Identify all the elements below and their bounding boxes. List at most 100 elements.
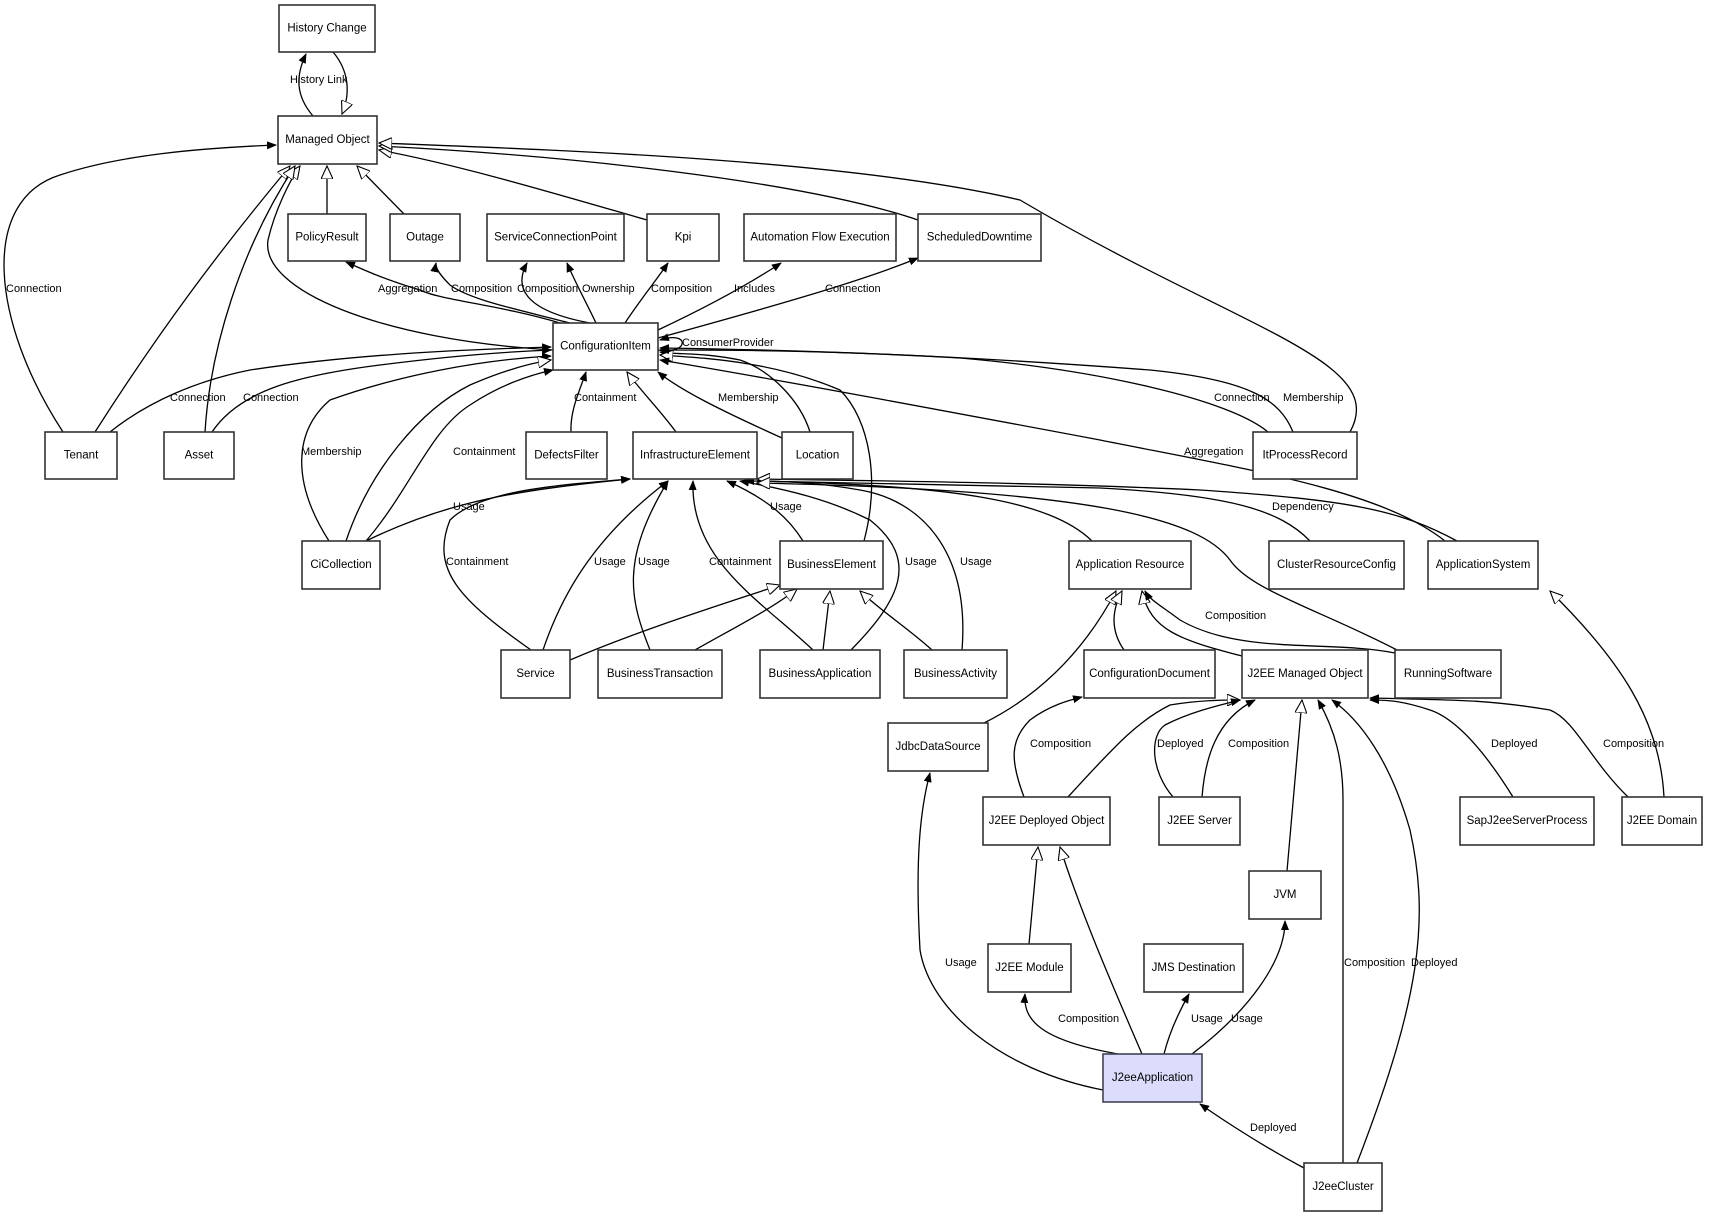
node-it-process-record[interactable]: ItProcessRecord [1252,431,1358,480]
edge-label: Aggregation [378,283,437,295]
edge-label: Usage [770,501,802,513]
edge-tenant-to-managed-object [94,166,290,433]
node-box[interactable] [1621,796,1703,846]
node-service[interactable]: Service [500,649,571,699]
edge-label: Composition [1030,738,1091,750]
inheritance-arrow [1142,591,1243,657]
node-box[interactable] [500,649,571,699]
node-asset[interactable]: Asset [163,431,235,480]
node-box[interactable] [389,213,461,262]
node-box[interactable] [1303,1162,1383,1212]
node-service-connection-point[interactable]: ServiceConnectionPoint [486,213,625,262]
node-box[interactable] [781,431,854,480]
edge-running-software-to-application-resource [1144,590,1396,654]
node-j2ee-cluster[interactable]: J2eeCluster [1303,1162,1383,1212]
node-box[interactable] [759,649,881,699]
node-application-system[interactable]: ApplicationSystem [1427,540,1539,590]
node-box[interactable] [903,649,1008,699]
node-label: ApplicationSystem [1436,559,1531,571]
node-business-activity[interactable]: BusinessActivity [903,649,1008,699]
node-j2ee-module[interactable]: J2EE Module [987,943,1072,993]
node-box[interactable] [917,213,1042,262]
edge-location-to-configuration-item [657,371,783,439]
node-box[interactable] [1083,649,1216,699]
node-label: Application Resource [1076,559,1185,571]
association-arrow [659,357,1446,542]
node-box[interactable] [44,431,118,480]
node-box[interactable] [1248,870,1322,920]
node-j2ee-application[interactable]: J2eeApplication [1102,1053,1203,1103]
node-box[interactable] [1143,943,1244,993]
edge-configuration-item-to-scheduled-downtime [657,257,919,339]
node-automation-flow-execution[interactable]: Automation Flow Execution [743,213,897,262]
node-box[interactable] [1241,649,1369,699]
node-infrastructure-element[interactable]: InfrastructureElement [632,431,758,480]
node-box[interactable] [1459,796,1595,846]
edge-it-process-record-to-configuration-item [659,344,1294,433]
node-outage[interactable]: Outage [389,213,461,262]
node-box[interactable] [301,540,381,590]
node-application-resource[interactable]: Application Resource [1068,540,1192,590]
node-box[interactable] [1068,540,1192,590]
node-jms-destination[interactable]: JMS Destination [1143,943,1244,993]
node-ci-collection[interactable]: CiCollection [301,540,381,590]
node-box[interactable] [1268,540,1405,590]
node-label: J2EE Deployed Object [989,815,1106,827]
node-location[interactable]: Location [781,431,854,480]
node-box[interactable] [525,431,608,480]
node-box[interactable] [982,796,1111,846]
node-box[interactable] [1252,431,1358,480]
edge-label: Includes [734,283,775,295]
node-box[interactable] [632,431,758,480]
node-business-application[interactable]: BusinessApplication [759,649,881,699]
inheritance-arrow [1550,591,1665,798]
node-configuration-document[interactable]: ConfigurationDocument [1083,649,1216,699]
node-managed-object[interactable]: Managed Object [277,115,378,165]
node-box[interactable] [646,213,720,262]
node-box[interactable] [597,649,723,699]
node-j2ee-deployed-object[interactable]: J2EE Deployed Object [982,796,1111,846]
node-business-element[interactable]: BusinessElement [779,540,884,590]
node-running-software[interactable]: RunningSoftware [1394,649,1502,699]
edge-history-change-to-managed-object [332,51,347,114]
node-box[interactable] [277,115,378,165]
node-policy-result[interactable]: PolicyResult [287,213,367,262]
node-sap-j2ee-server-process[interactable]: SapJ2eeServerProcess [1459,796,1595,846]
node-cluster-resource-config[interactable]: ClusterResourceConfig [1268,540,1405,590]
node-jvm[interactable]: JVM [1248,870,1322,920]
node-j2ee-server[interactable]: J2EE Server [1158,796,1241,846]
node-tenant[interactable]: Tenant [44,431,118,480]
node-box[interactable] [779,540,884,590]
node-defects-filter[interactable]: DefectsFilter [525,431,608,480]
node-j2ee-domain[interactable]: J2EE Domain [1621,796,1703,846]
edge-label: Composition [1228,738,1289,750]
node-box[interactable] [287,213,367,262]
edge-label: Deployed [1250,1122,1296,1134]
edge-label: Composition [451,283,512,295]
node-box[interactable] [1102,1053,1203,1103]
inheritance-arrow [357,166,405,215]
node-kpi[interactable]: Kpi [646,213,720,262]
node-box[interactable] [486,213,625,262]
inheritance-arrow [627,372,677,433]
node-scheduled-downtime[interactable]: ScheduledDowntime [917,213,1042,262]
node-box[interactable] [987,943,1072,993]
node-history-change[interactable]: History Change [278,4,376,53]
edge-tenant-to-configuration-item [109,343,552,433]
node-box[interactable] [887,722,989,772]
node-box[interactable] [278,4,376,53]
node-box[interactable] [1394,649,1502,699]
node-jdbc-data-source[interactable]: JdbcDataSource [887,722,989,772]
node-j2ee-managed-object[interactable]: J2EE Managed Object [1241,649,1369,699]
node-box[interactable] [552,322,659,371]
node-business-transaction[interactable]: BusinessTransaction [597,649,723,699]
node-label: JMS Destination [1152,962,1236,974]
node-label: BusinessApplication [769,668,872,680]
node-label: InfrastructureElement [640,450,751,462]
node-box[interactable] [163,431,235,480]
node-box[interactable] [1427,540,1539,590]
node-box[interactable] [743,213,897,262]
node-configuration-item[interactable]: ConfigurationItem [552,322,659,371]
node-box[interactable] [1158,796,1241,846]
association-arrow [1163,993,1190,1055]
